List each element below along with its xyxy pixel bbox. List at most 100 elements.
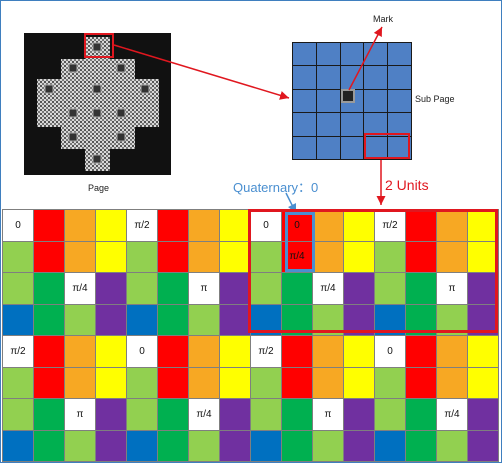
grid-cell [64, 335, 96, 368]
grid-cell [219, 240, 251, 273]
grid-cell [250, 429, 282, 462]
subpage-cell [388, 89, 411, 113]
grid-cell: 0 [374, 335, 406, 368]
grid-cell-label: π [200, 282, 208, 294]
grid-cell: π/2 [126, 209, 158, 242]
grid-cell [64, 429, 96, 462]
grid-cell [436, 366, 468, 399]
grid-cell: π/4 [188, 398, 220, 431]
grid-cell-label: π [76, 408, 84, 420]
grid-cell [33, 272, 65, 305]
grid-cell: π/2 [2, 335, 34, 368]
grid-cell: 0 [250, 209, 282, 242]
grid-cell [157, 335, 189, 368]
grid-cell-label: π/4 [72, 282, 88, 294]
grid-cell [126, 366, 158, 399]
subpage-caption: Sub Page [415, 94, 455, 104]
quaternary-label: Quaternary：0 [233, 180, 319, 195]
grid-cell-label: 0 [15, 219, 21, 231]
grid-cell [157, 240, 189, 273]
selected-subpage-highlight [84, 33, 114, 58]
grid-cell [281, 398, 313, 431]
grid-cell [126, 272, 158, 305]
quaternary-cell-highlight [285, 212, 315, 272]
grid-cell [467, 335, 499, 368]
grid-cell [250, 366, 282, 399]
subpage-cell [364, 136, 388, 159]
grid-cell [2, 366, 34, 399]
grid-cell: π [188, 272, 220, 305]
grid-cell [374, 398, 406, 431]
grid-cell [467, 398, 499, 431]
grid-cell [95, 398, 127, 431]
grid-cell [2, 272, 34, 305]
grid-cell-label: π/2 [134, 219, 150, 231]
units-label: 2 Units [385, 177, 429, 193]
page-caption: Page [88, 183, 110, 193]
grid-cell [2, 303, 34, 336]
grid-cell [188, 240, 220, 273]
grid-cell [95, 209, 127, 242]
grid-cell [436, 335, 468, 368]
grid-cell [157, 303, 189, 336]
subpage-cell [364, 43, 388, 66]
grid-cell [250, 398, 282, 431]
grid-cell-label: π/4 [289, 251, 305, 263]
grid-cell [157, 272, 189, 305]
grid-cell [95, 272, 127, 305]
grid-cell [436, 240, 468, 273]
grid-cell [374, 429, 406, 462]
grid-cell [281, 429, 313, 462]
grid-cell [219, 398, 251, 431]
grid-cell [312, 366, 344, 399]
grid-cell [95, 335, 127, 368]
grid-cell [343, 429, 375, 462]
grid-cell [436, 429, 468, 462]
grid-cell [95, 240, 127, 273]
subpage-cell [388, 66, 411, 89]
grid-cell [64, 240, 96, 273]
grid-cell [405, 335, 437, 368]
subpage-cell [388, 136, 411, 159]
subpage-cell [316, 43, 340, 66]
grid-cell [64, 209, 96, 242]
grid-cell [219, 303, 251, 336]
grid-cell-label: 0 [139, 345, 145, 357]
subpage-cell [364, 66, 388, 89]
subpage-cell [340, 43, 364, 66]
grid-cell [95, 429, 127, 462]
grid-cell [219, 209, 251, 242]
subpage-cell [316, 66, 340, 89]
subpage-cell [293, 113, 316, 136]
grid-cell-label: π/2 [382, 219, 398, 231]
grid-cell [188, 429, 220, 462]
grid-cell [157, 398, 189, 431]
subpage-cell [364, 89, 388, 113]
grid-cell: π/2 [250, 335, 282, 368]
grid-cell-label: π/4 [320, 282, 336, 294]
grid-cell [188, 366, 220, 399]
grid-cell [33, 209, 65, 242]
grid-cell [467, 429, 499, 462]
grid-cell-label: π/2 [10, 345, 26, 357]
subpage-cell [316, 113, 340, 136]
grid-cell [188, 303, 220, 336]
grid-cell-label: 0 [387, 345, 393, 357]
grid-cell [33, 303, 65, 336]
grid-cell [343, 335, 375, 368]
grid-cell [2, 398, 34, 431]
grid-cell-label: π [448, 282, 456, 294]
grid-cell [219, 429, 251, 462]
grid-cell [33, 335, 65, 368]
grid-cell [219, 272, 251, 305]
grid-cell [405, 398, 437, 431]
subpage-cell [340, 66, 364, 89]
grid-cell [157, 366, 189, 399]
grid-cell-label: π [324, 408, 332, 420]
units-grid-highlight [248, 209, 498, 333]
grid-cell [312, 429, 344, 462]
subpage-cell [340, 113, 364, 136]
grid-cell [64, 366, 96, 399]
grid-cell [157, 209, 189, 242]
